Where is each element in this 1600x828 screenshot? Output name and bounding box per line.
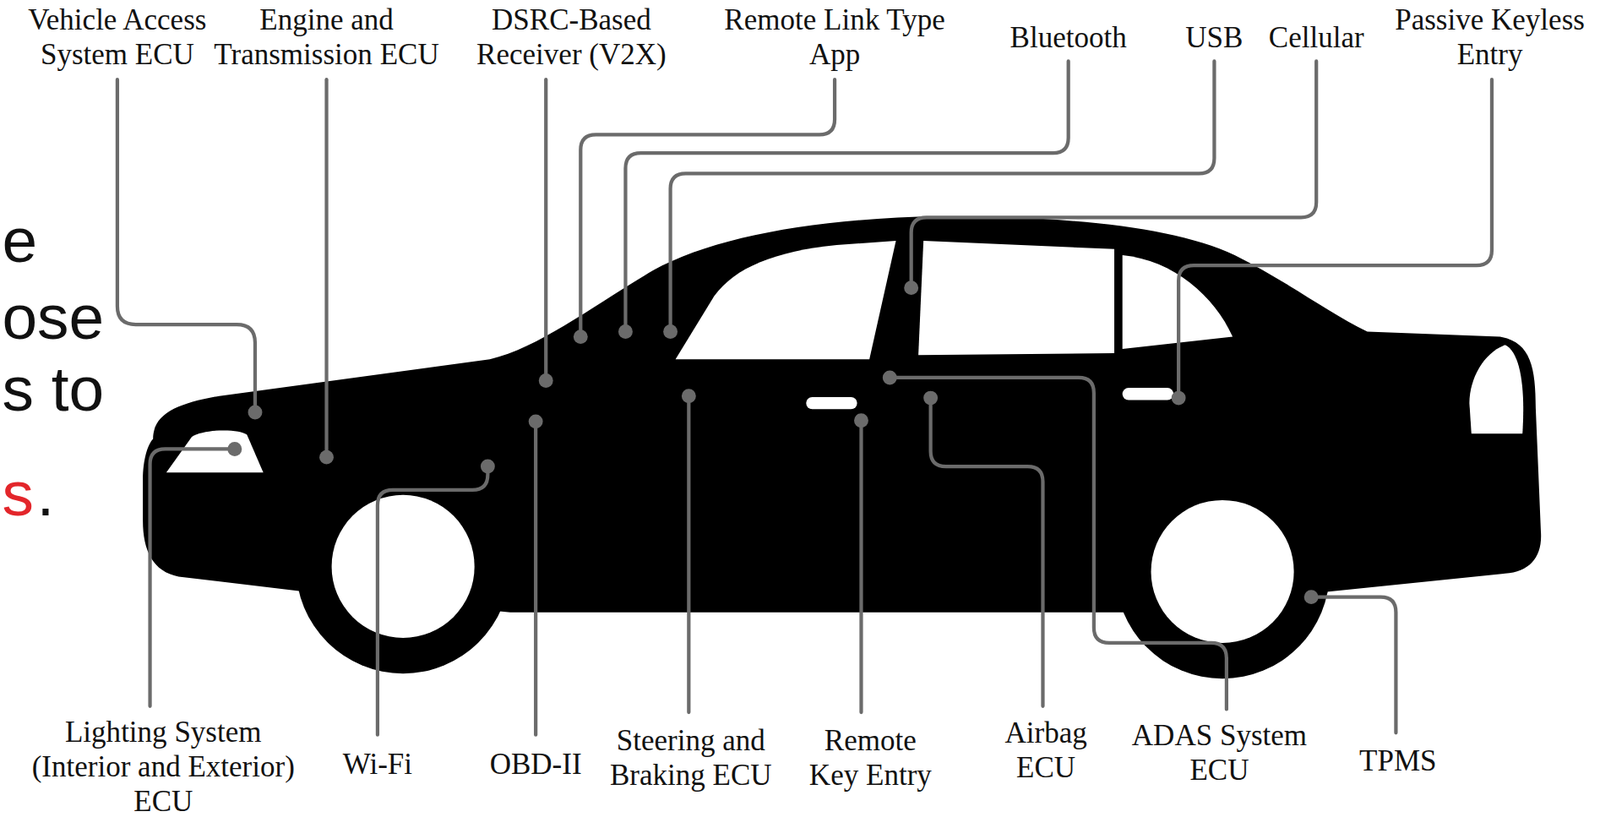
slide-text-fragment: s bbox=[1, 457, 33, 531]
slide-text-fragment: . bbox=[36, 457, 55, 531]
leader-dots bbox=[227, 280, 1318, 605]
callout-label: Engine and Transmission ECU bbox=[204, 1, 450, 71]
callout-label: Steering and Braking ECU bbox=[598, 722, 783, 792]
slide-text-fragment: ose bbox=[1, 280, 104, 354]
callout-label: DSRC-Based Receiver (V2X) bbox=[467, 1, 677, 71]
leader-lines bbox=[117, 60, 1492, 735]
slide-text-fragment: e bbox=[1, 204, 38, 278]
callout-label: Cellular bbox=[1268, 19, 1365, 55]
slide-text-fragment: s to bbox=[1, 352, 104, 426]
callout-label: Vehicle Access System ECU bbox=[7, 1, 228, 71]
callout-label: Airbag ECU bbox=[990, 715, 1103, 785]
callout-label: Wi-Fi bbox=[342, 745, 413, 781]
callout-label: Remote Key Entry bbox=[803, 722, 938, 792]
callout-label: Passive Keyless Entry bbox=[1385, 1, 1595, 71]
callout-label: Bluetooth bbox=[1010, 19, 1127, 55]
callout-label: OBD-II bbox=[489, 745, 583, 781]
callout-label: TPMS bbox=[1359, 742, 1437, 778]
callout-label: Lighting System (Interior and Exterior) … bbox=[24, 714, 303, 819]
car-silhouette bbox=[142, 216, 1541, 679]
callout-label: ADAS System ECU bbox=[1120, 717, 1320, 787]
callout-label: Remote Link Type App bbox=[714, 1, 955, 71]
callout-label: USB bbox=[1185, 19, 1243, 55]
